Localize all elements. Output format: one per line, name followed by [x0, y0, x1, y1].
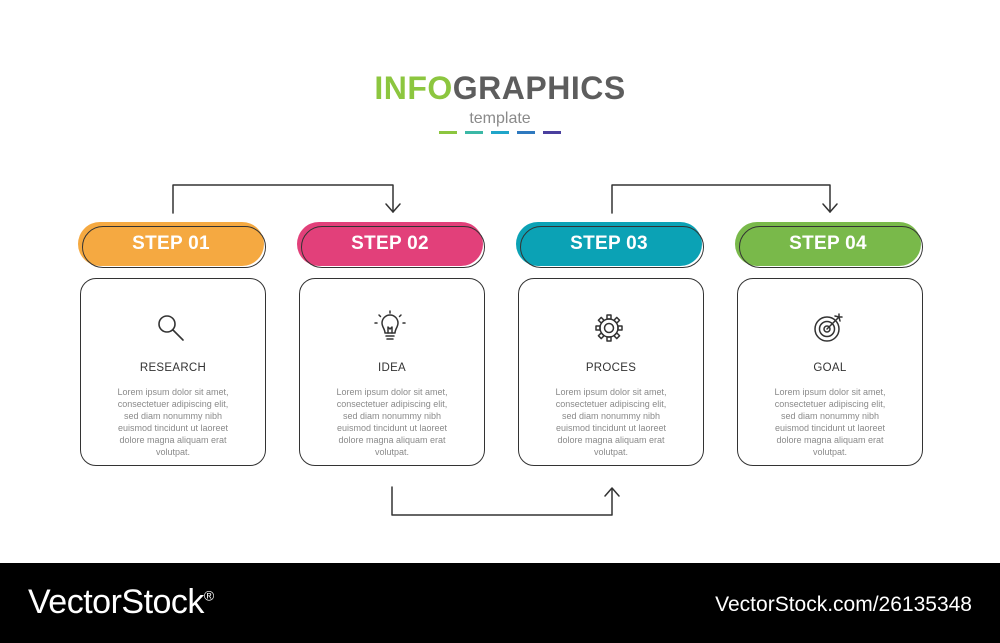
description-line: consectetuer adipiscing elit, [117, 399, 229, 409]
title-part-info: INFO [374, 70, 453, 106]
step-name: IDEA [377, 362, 407, 374]
connector-arrow-1-2 [172, 184, 394, 214]
step-pill-outline [739, 226, 923, 268]
brand-text: VectorStock [28, 583, 204, 621]
step-pill: STEP 02 [297, 222, 487, 270]
accent-dash [517, 131, 535, 134]
description-line: euismod tincidunt ut laoreet [555, 423, 667, 433]
gear-icon [595, 314, 623, 342]
step-body [737, 278, 923, 466]
step-name: GOAL [813, 362, 847, 374]
image-credit: VectorStock.com/26135348 [715, 593, 972, 616]
description-line: Lorem ipsum dolor sit amet, [117, 387, 229, 397]
description-line: volutpat. [374, 447, 410, 457]
step-pill-outline [301, 226, 485, 268]
description-line: dolore magna aliquam erat [557, 435, 665, 445]
step-pill: STEP 04 [735, 222, 925, 270]
page-title: INFOGRAPHICS [0, 70, 1000, 107]
connector-arrow-3-4 [611, 184, 831, 214]
step-body [299, 278, 485, 466]
step-pill-outline [82, 226, 266, 268]
step-label: STEP 03 [570, 233, 648, 254]
description-line: consectetuer adipiscing elit, [774, 399, 886, 409]
magnifier-icon [158, 315, 184, 341]
accent-dashes [439, 131, 563, 134]
description-line: sed diam nonummy nibh [561, 411, 661, 421]
description-line: euismod tincidunt ut laoreet [117, 423, 229, 433]
description-line: consectetuer adipiscing elit, [555, 399, 667, 409]
accent-dash [465, 131, 483, 134]
vectorstock-logo: VectorStock® [28, 583, 214, 622]
arrowhead-up [604, 487, 620, 497]
description-line: consectetuer adipiscing elit, [336, 399, 448, 409]
watermark-bar: VectorStock® VectorStock.com/26135348 [0, 563, 1000, 643]
target-icon [814, 313, 843, 342]
description-line: Lorem ipsum dolor sit amet, [336, 387, 448, 397]
step-pill: STEP 03 [516, 222, 706, 270]
description-line: sed diam nonummy nibh [342, 411, 442, 421]
description-line: volutpat. [155, 447, 191, 457]
step-description: Lorem ipsum dolor sit amet, consectetuer… [757, 386, 903, 458]
description-line: volutpat. [812, 447, 848, 457]
title-part-graphics: GRAPHICS [452, 70, 626, 106]
connector-arrow-2-3 [391, 486, 613, 516]
step-body [80, 278, 266, 466]
step-description: Lorem ipsum dolor sit amet, consectetuer… [538, 386, 684, 458]
description-line: Lorem ipsum dolor sit amet, [774, 387, 886, 397]
description-line: sed diam nonummy nibh [123, 411, 223, 421]
description-line: euismod tincidunt ut laoreet [336, 423, 448, 433]
step-pill: STEP 01 [78, 222, 268, 270]
step-body [518, 278, 704, 466]
flow-connectors [172, 184, 838, 516]
step-pill-outline [520, 226, 704, 268]
step-label: STEP 04 [789, 233, 867, 254]
step-pill-fill [78, 222, 264, 266]
arrowhead-down [822, 203, 838, 213]
step-label: STEP 02 [351, 233, 429, 254]
description-line: volutpat. [593, 447, 629, 457]
description-line: dolore magna aliquam erat [776, 435, 884, 445]
step-label: STEP 01 [132, 233, 210, 254]
description-line: sed diam nonummy nibh [780, 411, 880, 421]
registered-mark: ® [203, 587, 214, 604]
description-line: dolore magna aliquam erat [338, 435, 446, 445]
step-pill-fill [516, 222, 702, 266]
accent-dash [439, 131, 457, 134]
description-line: Lorem ipsum dolor sit amet, [555, 387, 667, 397]
arrowhead-down [385, 203, 401, 213]
step-description: Lorem ipsum dolor sit amet, consectetuer… [319, 386, 465, 458]
step-pill-fill [297, 222, 483, 266]
step-name: RESEARCH [139, 362, 207, 374]
step-description: Lorem ipsum dolor sit amet, consectetuer… [100, 386, 246, 458]
lightbulb-icon [374, 310, 406, 340]
accent-dash [491, 131, 509, 134]
page-subtitle: template [469, 110, 531, 127]
accent-dash [543, 131, 561, 134]
description-line: euismod tincidunt ut laoreet [774, 423, 886, 433]
infographic-canvas: INFOGRAPHICS template STEP 01 [0, 70, 1000, 516]
description-line: dolore magna aliquam erat [119, 435, 227, 445]
step-pill-fill [735, 222, 921, 266]
step-name: PROCES [585, 362, 637, 374]
